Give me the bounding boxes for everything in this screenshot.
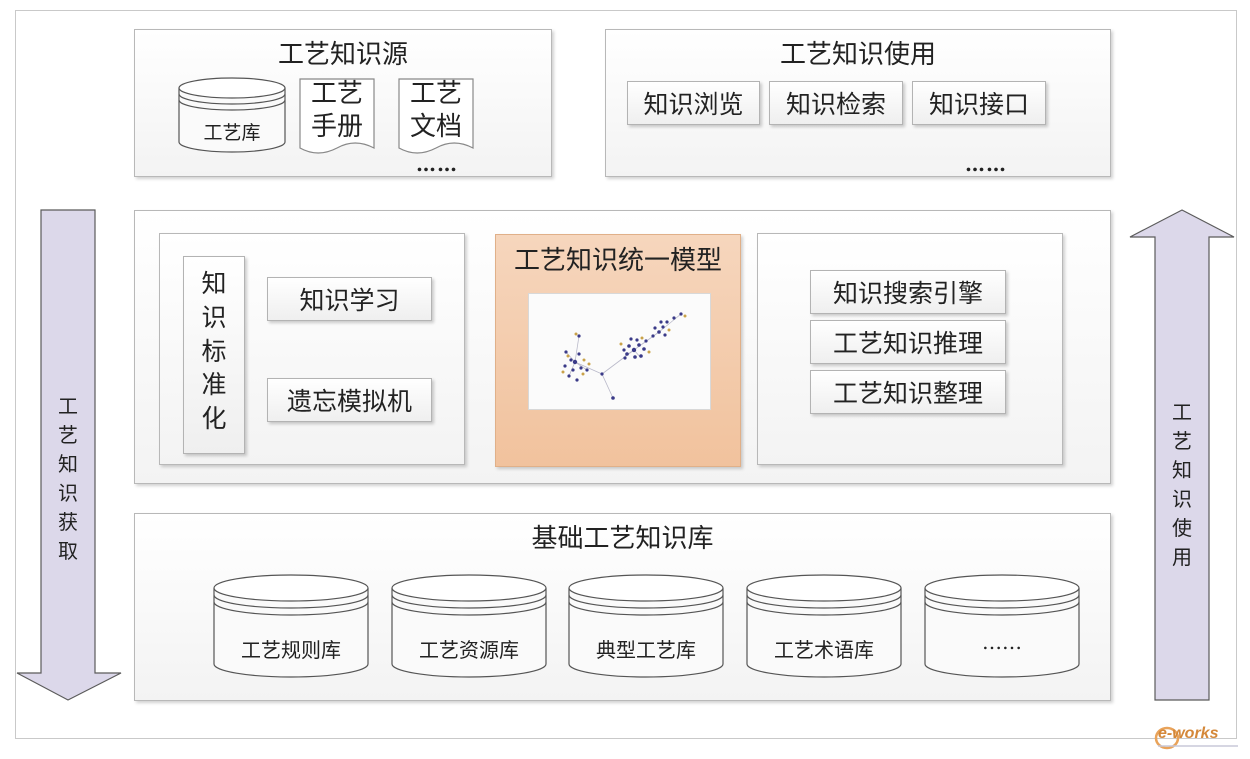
process-rule-db-label: 工艺规则库	[241, 638, 341, 662]
knowledge-search-button[interactable]: 知识检索	[769, 81, 903, 125]
knowledge-processing-panel: 知识 标准 化 知识学习 遗忘模拟机 工艺知识统一模型	[134, 210, 1111, 484]
typical-process-db: 典型工艺库	[568, 574, 724, 678]
usage-more: ……	[965, 152, 1007, 176]
eworks-logo-icon	[1154, 726, 1238, 750]
knowledge-graph-image	[528, 293, 711, 410]
database-icon	[391, 574, 547, 678]
base-knowledge-title: 基础工艺知识库	[531, 524, 714, 554]
process-manual-label: 工艺手册	[310, 79, 363, 143]
database-icon	[746, 574, 902, 678]
base-knowledge-panel: 基础工艺知识库 工艺规则库 工艺资源库 典型工艺库	[134, 513, 1111, 701]
process-resource-db: 工艺资源库	[391, 574, 547, 678]
document-icon	[299, 78, 375, 154]
more-db: ……	[924, 574, 1080, 678]
knowledge-standardization-box: 知识 标准 化	[183, 256, 245, 454]
acquisition-arrow: 工艺知 识获取	[15, 209, 123, 702]
knowledge-search-engine-button[interactable]: 知识搜索引擎	[810, 270, 1006, 314]
unified-model-box: 工艺知识统一模型	[495, 234, 741, 467]
process-resource-db-label: 工艺资源库	[419, 638, 519, 662]
process-term-db-label: 工艺术语库	[774, 638, 874, 662]
typical-process-db-label: 典型工艺库	[596, 638, 696, 662]
forgetting-simulator-button[interactable]: 遗忘模拟机	[267, 378, 432, 422]
knowledge-browse-button[interactable]: 知识浏览	[627, 81, 760, 125]
process-document-label: 工艺文档	[409, 79, 462, 143]
process-knowledge-organizing-button[interactable]: 工艺知识整理	[810, 370, 1006, 414]
source-more: ……	[416, 152, 458, 176]
process-knowledge-reasoning-button[interactable]: 工艺知识推理	[810, 320, 1006, 364]
database-icon	[178, 77, 286, 153]
knowledge-graph-icon	[561, 312, 687, 400]
process-document: 工艺文档	[398, 78, 474, 156]
process-db: 工艺库	[178, 77, 286, 154]
process-term-db: 工艺术语库	[746, 574, 902, 678]
database-icon	[924, 574, 1080, 678]
usage-arrow: 工艺知 识使用	[1128, 209, 1236, 702]
knowledge-usage-panel: 工艺知识使用 知识浏览 知识检索 知识接口 ……	[605, 29, 1111, 177]
knowledge-usage-title: 工艺知识使用	[779, 40, 936, 70]
knowledge-learning-button[interactable]: 知识学习	[267, 277, 432, 321]
knowledge-acquisition-subpanel: 知识 标准 化 知识学习 遗忘模拟机	[159, 233, 465, 465]
document-icon	[398, 78, 474, 154]
eworks-logo: e-works	[1154, 722, 1244, 752]
more-db-label: ……	[982, 630, 1022, 654]
database-icon	[213, 574, 369, 678]
knowledge-interface-button[interactable]: 知识接口	[912, 81, 1046, 125]
acquisition-arrow-label: 工艺知 识获取	[58, 394, 78, 563]
knowledge-service-subpanel: 知识搜索引擎 工艺知识推理 工艺知识整理	[757, 233, 1063, 465]
database-icon	[568, 574, 724, 678]
down-arrow-shape	[16, 209, 122, 701]
knowledge-source-panel: 工艺知识源 工艺库 工艺手册 工艺文档 ……	[134, 29, 552, 177]
knowledge-source-title: 工艺知识源	[277, 40, 408, 70]
process-rule-db: 工艺规则库	[213, 574, 369, 678]
process-manual: 工艺手册	[299, 78, 375, 156]
process-db-label: 工艺库	[203, 122, 261, 144]
up-arrow-shape	[1129, 209, 1235, 701]
eworks-logo-text: e-works	[1158, 725, 1219, 742]
unified-model-title: 工艺知识统一模型	[513, 246, 722, 276]
usage-arrow-label: 工艺知 识使用	[1172, 400, 1192, 569]
